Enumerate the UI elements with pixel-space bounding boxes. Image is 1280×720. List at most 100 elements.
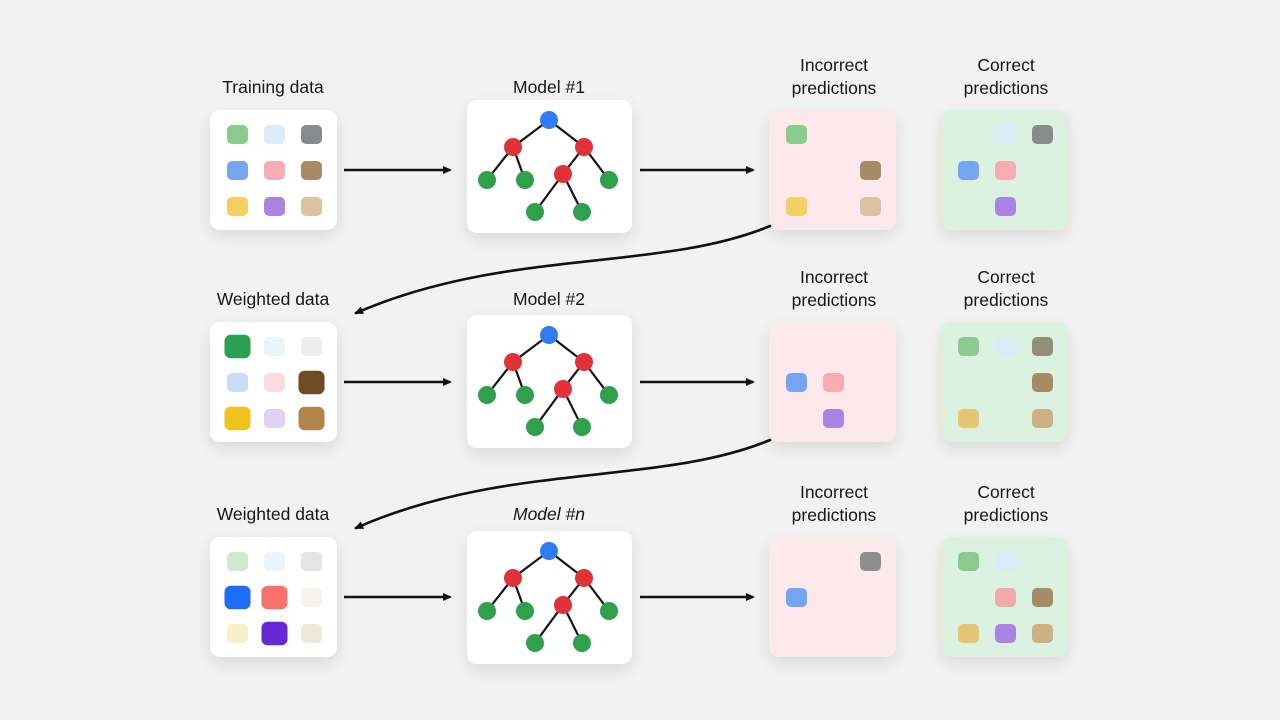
tree-node-leaf: [478, 386, 496, 404]
data-card-label-3: Weighted data: [216, 504, 330, 524]
tree-node-split: [575, 353, 593, 371]
data-point-cell: [227, 373, 248, 392]
data-point-cell: [995, 125, 1016, 144]
data-card-label-1: Training data: [222, 77, 324, 97]
model-card-2: [467, 315, 632, 448]
incorrect-predictions-card-1: [769, 110, 896, 230]
data-point-cell: [301, 624, 322, 643]
data-point-cell: [227, 624, 248, 643]
data-point-cell: [224, 406, 251, 431]
tree-node-split: [554, 380, 572, 398]
data-point-cell: [301, 552, 322, 571]
tree-node-leaf: [573, 203, 591, 221]
data-point-cell: [1032, 373, 1053, 392]
tree-node-leaf: [600, 602, 618, 620]
data-point-cell: [264, 125, 285, 144]
tree-node-leaf: [573, 418, 591, 436]
tree-node-leaf: [516, 386, 534, 404]
tree-node-leaf: [478, 602, 496, 620]
data-point-cell: [1032, 409, 1053, 428]
data-point-cell: [995, 552, 1016, 571]
data-point-cell: [958, 161, 979, 180]
data-point-cell: [786, 373, 807, 392]
data-point-cell: [958, 552, 979, 571]
data-point-cell: [227, 125, 248, 144]
data-point-cell: [958, 409, 979, 428]
data-point-cell: [227, 197, 248, 216]
data-point-cell: [298, 406, 325, 431]
correct-predictions-card-1: [941, 110, 1068, 230]
data-point-cell: [823, 409, 844, 428]
data-point-cell: [264, 197, 285, 216]
data-point-cell: [958, 624, 979, 643]
data-point-cell: [264, 552, 285, 571]
data-point-cell: [227, 161, 248, 180]
model-label-3: Model #n: [513, 504, 585, 524]
tree-node-leaf: [526, 418, 544, 436]
correct-predictions-label-1: Correct predictions: [963, 55, 1049, 98]
data-point-cell: [301, 197, 322, 216]
data-point-cell: [860, 197, 881, 216]
incorrect-predictions-label-3: Incorrect predictions: [791, 482, 877, 525]
correct-predictions-label-3: Correct predictions: [963, 482, 1049, 525]
tree-node-root: [540, 111, 558, 129]
data-point-cell: [1032, 588, 1053, 607]
incorrect-predictions-card-2: [769, 322, 896, 442]
data-card-1: [210, 110, 337, 230]
data-point-cell: [264, 409, 285, 428]
data-point-cell: [860, 161, 881, 180]
data-point-cell: [786, 125, 807, 144]
data-point-cell: [823, 373, 844, 392]
data-card-3: [210, 537, 337, 657]
incorrect-predictions-card-3: [769, 537, 896, 657]
incorrect-predictions-label-1: Incorrect predictions: [791, 55, 877, 98]
tree-node-split: [504, 569, 522, 587]
tree-node-split: [554, 596, 572, 614]
tree-node-split: [575, 138, 593, 156]
data-point-cell: [261, 621, 288, 646]
data-point-cell: [301, 337, 322, 356]
data-point-cell: [995, 337, 1016, 356]
data-point-cell: [995, 161, 1016, 180]
tree-node-leaf: [526, 634, 544, 652]
tree-node-split: [504, 353, 522, 371]
tree-node-leaf: [478, 171, 496, 189]
model-card-1: [467, 100, 632, 233]
tree-node-split: [504, 138, 522, 156]
incorrect-predictions-label-2: Incorrect predictions: [791, 267, 877, 310]
tree-node-split: [554, 165, 572, 183]
data-point-cell: [224, 585, 251, 610]
data-point-cell: [1032, 624, 1053, 643]
data-point-cell: [958, 337, 979, 356]
data-point-cell: [298, 370, 325, 395]
tree-node-leaf: [600, 171, 618, 189]
data-point-cell: [1032, 337, 1053, 356]
tree-node-leaf: [526, 203, 544, 221]
correct-predictions-card-2: [941, 322, 1068, 442]
correct-predictions-card-3: [941, 537, 1068, 657]
tree-node-leaf: [516, 171, 534, 189]
data-point-cell: [786, 197, 807, 216]
correct-predictions-label-2: Correct predictions: [963, 267, 1049, 310]
tree-node-leaf: [516, 602, 534, 620]
data-point-cell: [786, 588, 807, 607]
model-label-1: Model #1: [513, 77, 585, 97]
tree-node-leaf: [573, 634, 591, 652]
data-point-cell: [995, 588, 1016, 607]
data-point-cell: [264, 373, 285, 392]
data-point-cell: [995, 624, 1016, 643]
data-point-cell: [1032, 125, 1053, 144]
decision-tree-icon: [478, 326, 618, 436]
data-card-2: [210, 322, 337, 442]
decision-tree-icon: [478, 542, 618, 652]
model-label-2: Model #2: [513, 289, 585, 309]
data-point-cell: [261, 585, 288, 610]
tree-node-root: [540, 326, 558, 344]
data-card-label-2: Weighted data: [216, 289, 330, 309]
data-point-cell: [301, 161, 322, 180]
decision-tree-icon: [478, 111, 618, 221]
data-point-cell: [264, 161, 285, 180]
data-point-cell: [860, 552, 881, 571]
